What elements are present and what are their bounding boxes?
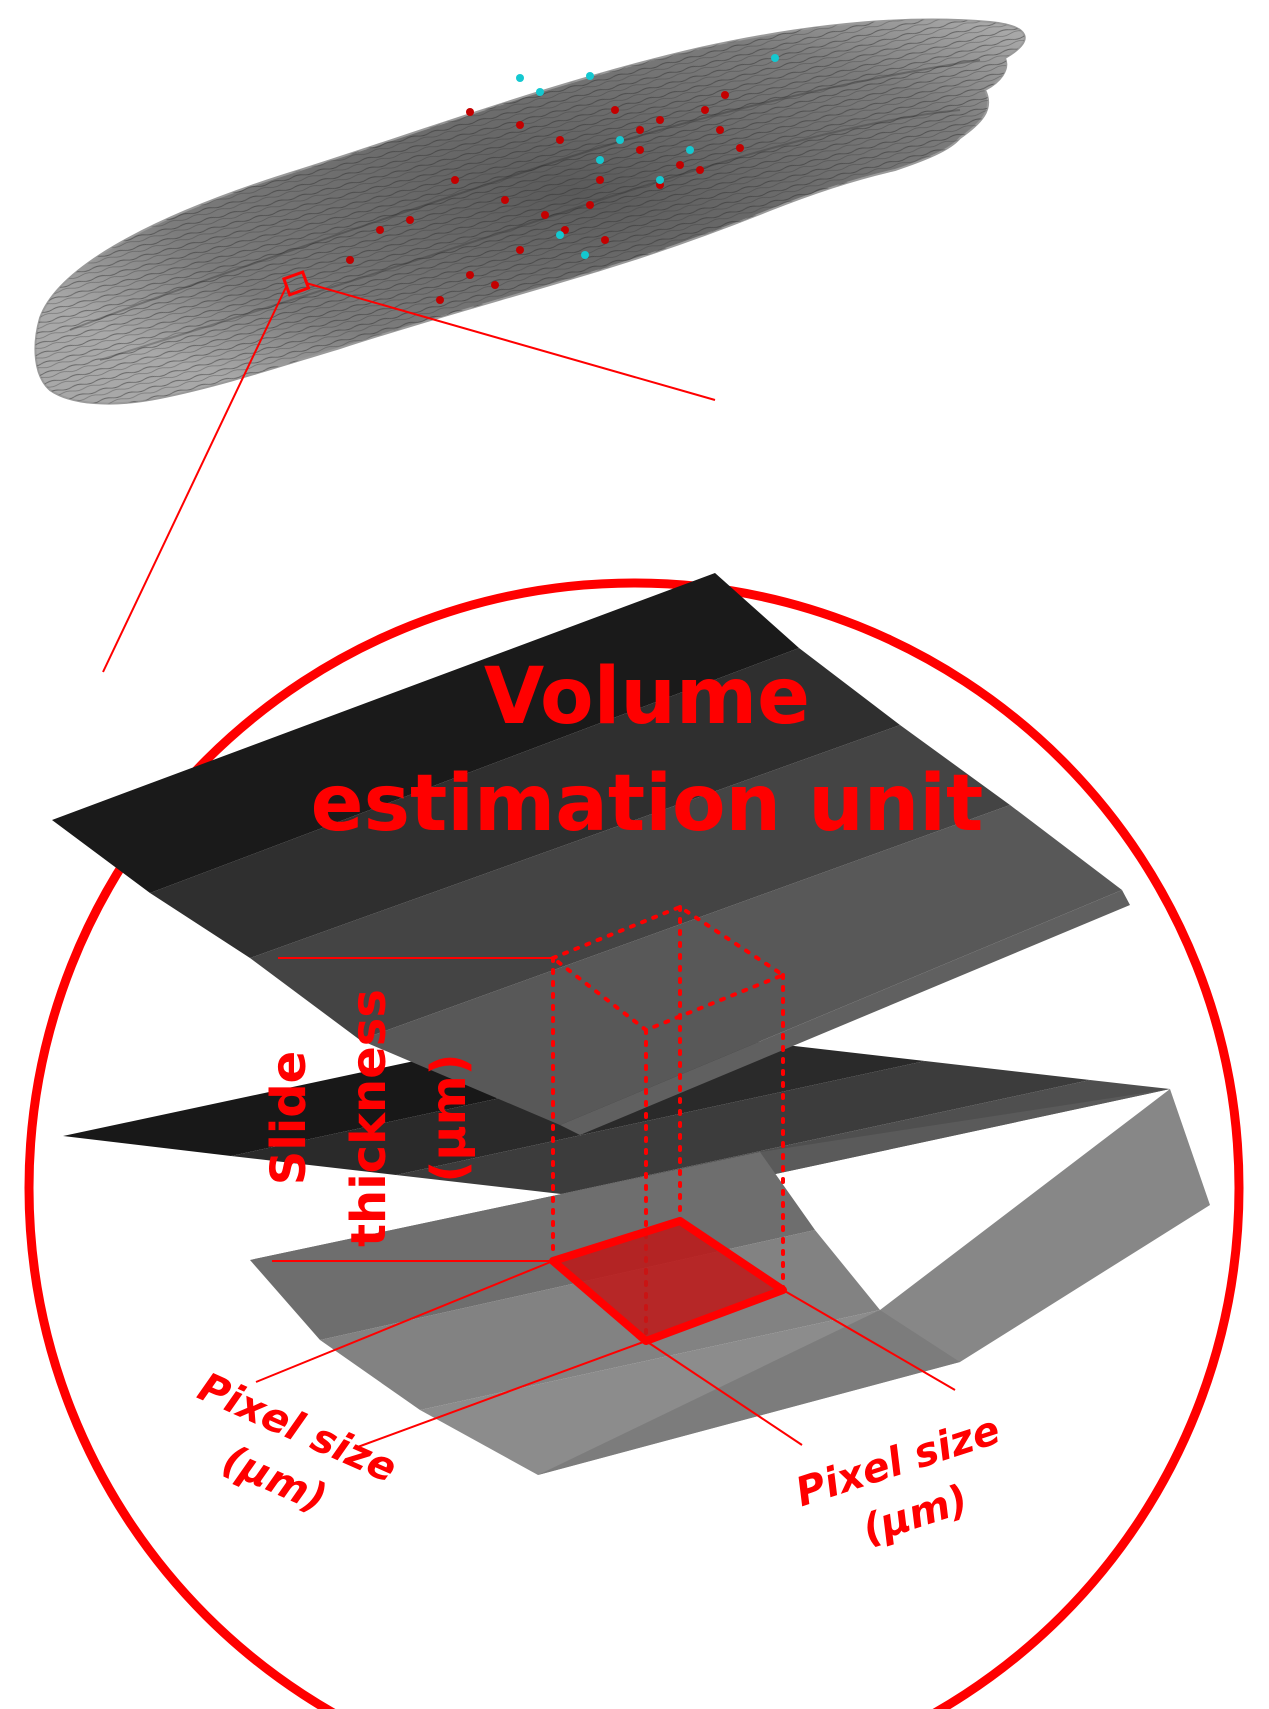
red-cell-marker [611, 106, 619, 114]
upper-slice-band [360, 805, 1122, 1125]
cyan-cell-marker [656, 176, 664, 184]
thickness-label-line-1: Slide [261, 1051, 317, 1185]
red-cell-marker [656, 116, 664, 124]
slide-thickness-label: Slide thickness (µm) [261, 989, 477, 1247]
red-cell-marker [436, 296, 444, 304]
red-cell-marker [466, 108, 474, 116]
tissue-ridge [69, 59, 981, 331]
cyan-cell-marker [556, 231, 564, 239]
upper-slice-band [52, 573, 799, 893]
red-cell-marker [516, 121, 524, 129]
cyan-cell-marker [536, 88, 544, 96]
upper-slice-band [560, 890, 1130, 1135]
red-cell-marker [406, 216, 414, 224]
upper-slice-band [250, 725, 1010, 1040]
red-cell-marker [736, 144, 744, 152]
tissue-sample [34, 18, 1026, 405]
cyan-cell-marker [616, 136, 624, 144]
cyan-cell-marker [581, 251, 589, 259]
red-cell-marker [346, 256, 354, 264]
pixel-size-leader-left-2 [354, 1340, 647, 1449]
red-cell-marker [636, 146, 644, 154]
cyan-cell-marker [771, 54, 779, 62]
thickness-label-line-2: thickness [341, 989, 397, 1247]
tissue-fiber-texture [35, 19, 1025, 404]
title-line-1: Volume [484, 652, 810, 742]
red-cell-marker [636, 126, 644, 134]
upper-slice [52, 573, 1130, 1135]
pixel-size-leader-right-1 [782, 1289, 956, 1391]
cyan-cell-marker [596, 156, 604, 164]
red-cell-marker [561, 226, 569, 234]
lower-slice-band [538, 1089, 1210, 1475]
cyan-cell-marker [516, 74, 524, 82]
red-cell-marker [466, 271, 474, 279]
red-cell-marker [716, 126, 724, 134]
voxel-box [549, 904, 788, 1343]
cyan-cell-marker [686, 146, 694, 154]
lower-slice-band [396, 1061, 1090, 1194]
pixel-size-label-right: Pixel size (µm) [790, 1407, 1005, 1553]
red-cell-marker [601, 236, 609, 244]
red-cell-marker [451, 176, 459, 184]
pixel-size-leader-right-2 [645, 1340, 803, 1446]
thickness-label-line-3: (µm) [421, 1053, 477, 1182]
red-cell-marker [501, 196, 509, 204]
upper-slice-band [150, 648, 900, 958]
cyan-cell-marker [586, 72, 594, 80]
red-cell-marker [556, 136, 564, 144]
red-cell-marker [491, 281, 499, 289]
red-cell-marker [676, 161, 684, 169]
red-cell-marker [586, 201, 594, 209]
lower-slice-band [250, 1152, 815, 1340]
voxel-top-face [549, 904, 788, 1033]
zoom-line-left [102, 284, 288, 673]
red-cell-marker [596, 176, 604, 184]
red-cell-marker [516, 246, 524, 254]
magnification-circle [24, 578, 1244, 1709]
pixel-size-leader-left-1 [255, 1260, 554, 1383]
red-cell-marker [376, 226, 384, 234]
zoom-line-right [305, 282, 716, 401]
red-cell-marker [696, 166, 704, 174]
title-line-2: estimation unit [311, 759, 984, 849]
pixel-size-label-left: Pixel size (µm) [191, 1364, 403, 1522]
cell-markers [346, 54, 779, 304]
red-cell-marker [541, 211, 549, 219]
red-cell-marker [701, 106, 709, 114]
red-cell-marker [721, 91, 729, 99]
